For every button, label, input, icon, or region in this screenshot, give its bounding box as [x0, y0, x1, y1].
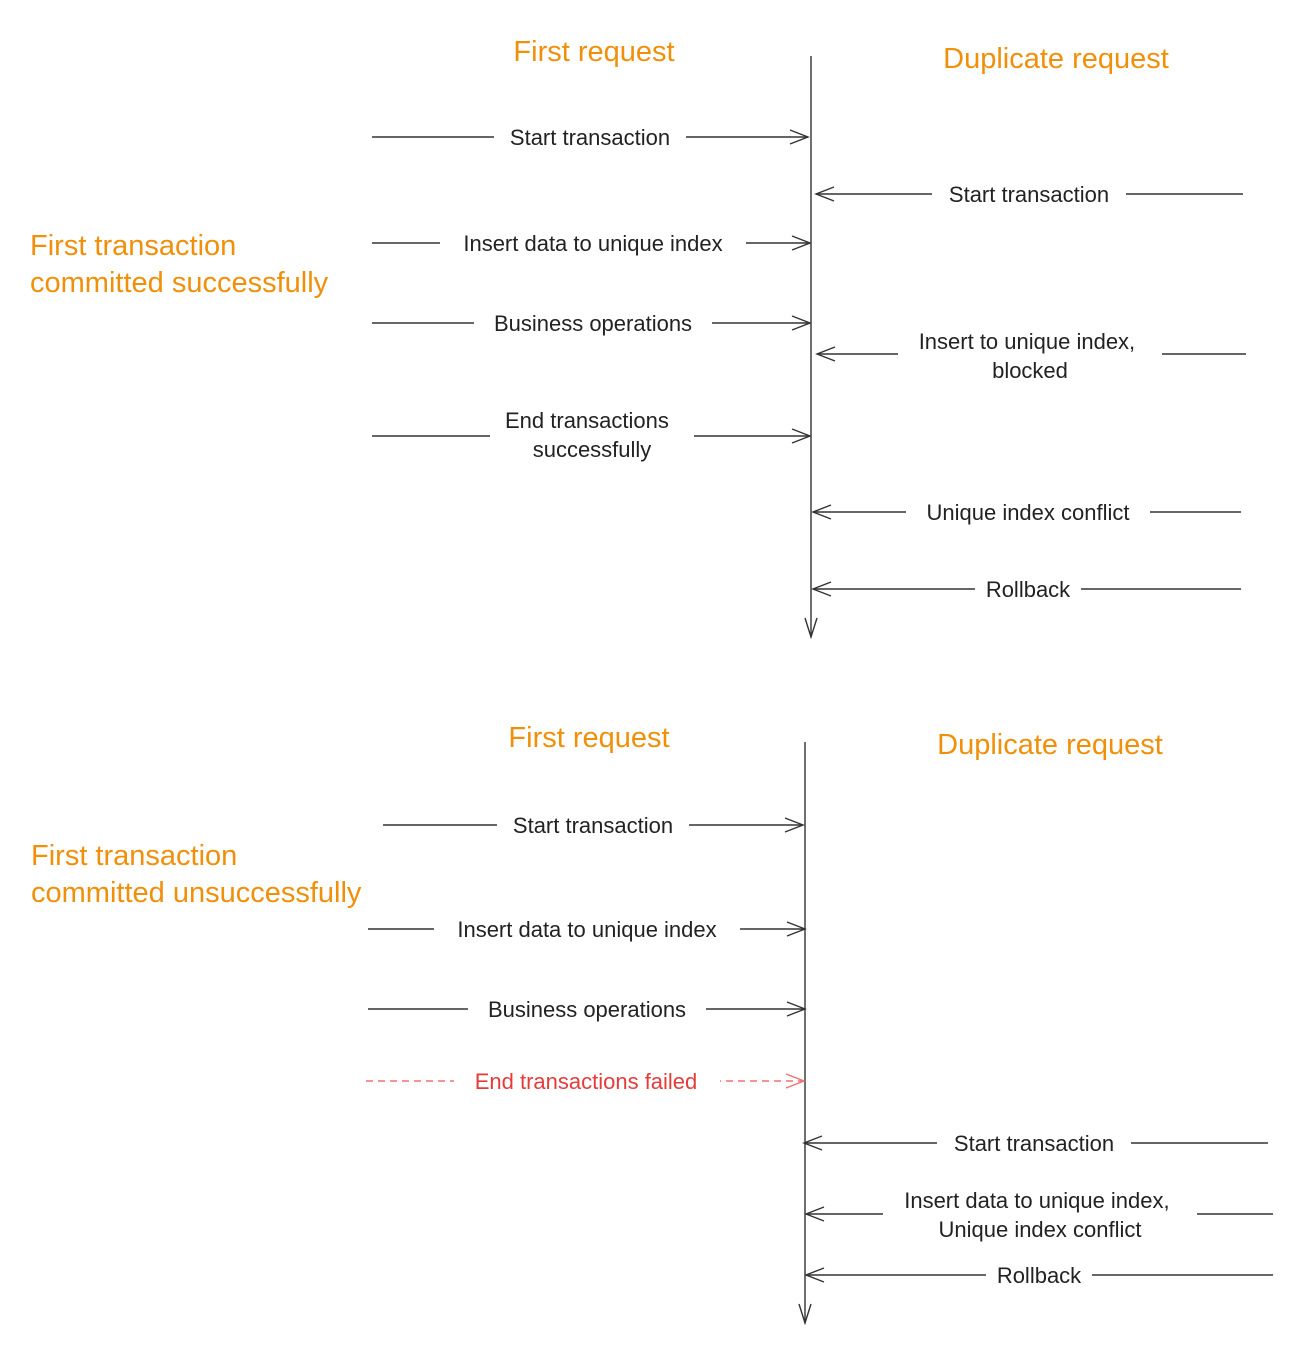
timeline — [804, 56, 818, 640]
first-request-heading: First request — [513, 36, 674, 68]
message-label: Business operations — [494, 311, 692, 336]
message-label-line: blocked — [992, 358, 1068, 383]
message-label: Insert to unique index, blocked — [919, 329, 1142, 383]
message-label: Insert data to unique index, Unique inde… — [904, 1188, 1176, 1242]
message-arrow: End transactions successfully — [372, 406, 812, 464]
message-arrow: Rollback — [811, 576, 1241, 604]
message-arrow: Insert data to unique index — [372, 230, 812, 258]
first-request-heading: First request — [508, 722, 669, 754]
message-label: End transactions successfully — [505, 408, 675, 462]
message-label: Unique index conflict — [926, 500, 1129, 525]
message-arrow: Business operations — [372, 310, 812, 338]
message-arrow: Insert to unique index, blocked — [815, 326, 1246, 384]
side-note-line: First transaction — [31, 840, 237, 872]
message-label: Insert data to unique index — [457, 917, 716, 942]
message-arrow: Insert data to unique index, Unique inde… — [804, 1186, 1273, 1244]
message-arrow: Start transaction — [802, 1130, 1268, 1158]
side-note-line: committed unsuccessfully — [31, 877, 362, 909]
message-label-line: Unique index conflict — [938, 1217, 1141, 1242]
message-label: Start transaction — [513, 813, 673, 838]
message-label: Business operations — [488, 997, 686, 1022]
message-arrow-failed: End transactions failed — [366, 1068, 806, 1096]
side-note: First transaction committed successfully — [30, 230, 329, 299]
message-label: End transactions failed — [475, 1069, 698, 1094]
panel-committed-unsuccessfully: First request Duplicate request First tr… — [31, 722, 1273, 1326]
duplicate-request-heading: Duplicate request — [937, 729, 1163, 761]
side-note: First transaction committed unsuccessful… — [31, 840, 362, 909]
side-note-line: committed successfully — [30, 267, 329, 299]
message-label: Start transaction — [949, 182, 1109, 207]
message-arrow: Rollback — [804, 1262, 1273, 1290]
message-label-line: Insert data to unique index, — [904, 1188, 1169, 1213]
timeline — [798, 742, 812, 1326]
side-note-line: First transaction — [30, 230, 236, 262]
message-label: Insert data to unique index — [463, 231, 722, 256]
message-arrow: Start transaction — [372, 124, 810, 152]
message-arrow: Start transaction — [383, 812, 805, 840]
message-arrow: Business operations — [368, 996, 807, 1024]
duplicate-request-heading: Duplicate request — [943, 43, 1169, 75]
message-label: Start transaction — [510, 125, 670, 150]
message-label-line: successfully — [533, 437, 652, 462]
message-label-line: Insert to unique index, — [919, 329, 1135, 354]
message-label: Rollback — [997, 1263, 1082, 1288]
message-arrow: Start transaction — [814, 181, 1243, 209]
panel-committed-successfully: First request Duplicate request First tr… — [30, 36, 1246, 640]
message-label: Start transaction — [954, 1131, 1114, 1156]
message-label-line: End transactions — [505, 408, 669, 433]
message-arrow: Unique index conflict — [811, 499, 1241, 527]
message-arrow: Insert data to unique index — [368, 916, 807, 944]
message-label: Rollback — [986, 577, 1071, 602]
